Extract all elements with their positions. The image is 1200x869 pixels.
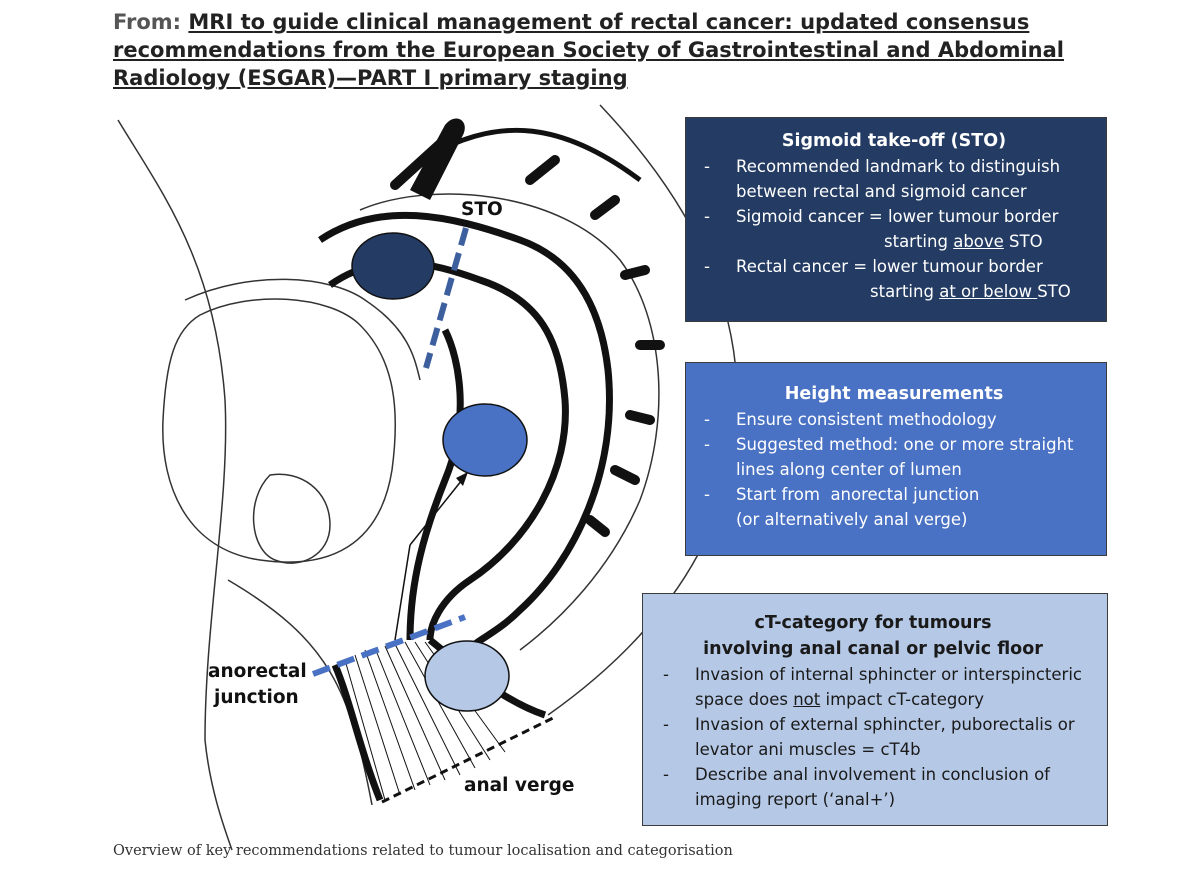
rectum-front-wall xyxy=(406,328,464,641)
tumour-anal xyxy=(424,640,510,712)
anal-verge-line xyxy=(381,716,554,804)
list-item-text: starting above STO xyxy=(884,232,1043,251)
list-item: - Ensure consistent methodology xyxy=(690,407,1098,432)
serosa-outline xyxy=(359,193,660,651)
list-item-text: levator ani muscles = cT4b xyxy=(695,740,921,759)
list-item-text: Start from anorectal junction xyxy=(736,485,980,504)
top-blob xyxy=(410,118,465,200)
ct-category-box: cT-category for tumours involving anal c… xyxy=(642,593,1108,826)
anal-canal-left xyxy=(331,663,384,802)
list-item-text: Rectal cancer = lower tumour border xyxy=(736,257,1043,276)
peritoneum-outline xyxy=(184,278,421,381)
sto-line xyxy=(423,227,469,369)
list-item: - Start from anorectal junction (or alte… xyxy=(690,482,1098,532)
sphincter-fibers xyxy=(344,641,506,801)
list-item-text: between rectal and sigmoid cancer xyxy=(736,182,1027,201)
article-header: From: MRI to guide clinical management o… xyxy=(113,8,1123,92)
bowel-loop-top xyxy=(438,127,642,183)
tumour-sigmoid xyxy=(351,232,435,300)
bullet-dash: - xyxy=(704,257,710,276)
measurement-arrow xyxy=(394,544,411,641)
anorectal-label-line1: anorectal xyxy=(208,661,307,682)
measurement-arrow-2 xyxy=(409,474,467,546)
list-item-text: (or alternatively anal verge) xyxy=(736,510,968,529)
bullet-dash: - xyxy=(704,157,710,176)
anal-verge-label: anal verge xyxy=(464,775,575,796)
list-item: - Recommended landmark to distinguish be… xyxy=(690,154,1098,204)
list-item-text: imaging report (‘anal+’) xyxy=(695,790,896,809)
list-item-text: Invasion of external sphincter, puborect… xyxy=(695,715,1075,734)
article-title-link[interactable]: MRI to guide clinical management of rect… xyxy=(113,10,1064,90)
tumour-rectal xyxy=(442,403,528,477)
list-item-text: space does not impact cT-category xyxy=(695,690,985,709)
anorectal-label-line2: junction xyxy=(214,687,299,708)
list-item: - Suggested method: one or more straight… xyxy=(690,432,1098,482)
height-box-title: Height measurements xyxy=(784,384,1004,404)
sto-box-title: Sigmoid take-off (STO) xyxy=(781,131,1007,151)
list-item-text: lines along center of lumen xyxy=(736,460,962,479)
bullet-dash: - xyxy=(663,665,669,684)
list-item-text: Invasion of internal sphincter or inters… xyxy=(695,665,1082,684)
bullet-dash: - xyxy=(663,765,669,784)
bullet-dash: - xyxy=(663,715,669,734)
ct-box-title-line1: cT-category for tumours xyxy=(754,613,992,633)
list-item: - Rectal cancer = lower tumour border st… xyxy=(690,254,1098,304)
height-measurements-box: Height measurements - Ensure consistent … xyxy=(685,362,1107,556)
sacrum-segments xyxy=(390,130,665,537)
body-outline xyxy=(117,119,233,851)
sto-label: STO xyxy=(461,199,503,220)
list-item: - Sigmoid cancer = lower tumour border s… xyxy=(690,204,1098,254)
bladder xyxy=(162,298,397,563)
sto-info-box: Sigmoid take-off (STO) - Recommended lan… xyxy=(685,117,1107,322)
list-item-text: Ensure consistent methodology xyxy=(736,410,997,429)
list-item: - Describe anal involvement in conclusio… xyxy=(647,762,1099,812)
list-item-text: starting at or below STO xyxy=(870,282,1071,301)
list-item-text: Recommended landmark to distinguish xyxy=(736,157,1061,176)
anorectal-junction-line xyxy=(311,614,467,677)
colon-outer-wall xyxy=(318,211,613,652)
list-item-text: Sigmoid cancer = lower tumour border xyxy=(736,207,1059,226)
bullet-dash: - xyxy=(704,207,710,226)
ct-box-title-line2: involving anal canal or pelvic floor xyxy=(703,639,1043,659)
list-item-text: Describe anal involvement in conclusion … xyxy=(695,765,1050,784)
arrow-head xyxy=(456,472,468,486)
bullet-dash: - xyxy=(704,485,710,504)
list-item: - Invasion of external sphincter, pubore… xyxy=(647,712,1099,762)
pubic-bone xyxy=(252,473,331,564)
bullet-dash: - xyxy=(704,435,710,454)
list-item: - Invasion of internal sphincter or inte… xyxy=(647,662,1099,712)
from-label: From: xyxy=(113,10,182,34)
bullet-dash: - xyxy=(704,410,710,429)
list-item-text: Suggested method: one or more straight xyxy=(736,435,1074,454)
figure-caption: Overview of key recommendations related … xyxy=(113,843,733,859)
